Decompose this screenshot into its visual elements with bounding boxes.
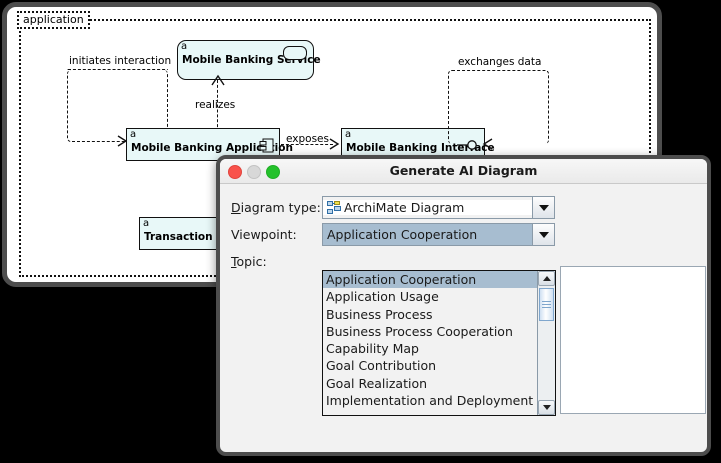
relation-label-exposes: exposes — [286, 133, 329, 145]
diagram-type-label-mnemonic: D — [231, 200, 241, 215]
realizes-connector — [217, 80, 218, 137]
grouping-label: application — [17, 11, 90, 29]
exposes-connector — [281, 144, 333, 145]
diagram-type-value: ArchiMate Diagram — [344, 200, 465, 215]
scroll-up-button[interactable] — [538, 271, 555, 286]
element-mobile-banking-service[interactable]: a Mobile Banking Service — [177, 40, 321, 80]
topic-label-mnemonic: T — [231, 254, 237, 269]
element-kind-letter: a — [143, 218, 150, 229]
initiates-interaction-connector-top — [67, 69, 168, 71]
cancel-button[interactable]: Cancel — [632, 452, 705, 456]
dialog-titlebar[interactable]: Generate AI Diagram — [220, 159, 707, 184]
scrollbar-thumb[interactable] — [539, 288, 554, 321]
dialog-body: Diagram type: ArchiMate Diagram Viewpoin… — [220, 184, 707, 456]
topic-label: Topic: — [231, 254, 267, 269]
initiates-interaction-connector — [67, 70, 168, 142]
arrowhead-realizes — [211, 74, 225, 86]
chevron-down-icon — [538, 231, 549, 238]
diagram-type-dropdown-button[interactable] — [532, 197, 554, 218]
viewpoint-option[interactable]: Goal Contribution — [326, 358, 437, 374]
zoom-button[interactable] — [266, 165, 280, 179]
triangle-down-icon — [542, 405, 551, 410]
viewpoint-option[interactable]: Capability Map — [326, 341, 419, 357]
dropdown-scrollbar[interactable] — [537, 271, 555, 415]
arrowhead-exchanges — [482, 138, 493, 150]
diagram-type-combobox[interactable]: ArchiMate Diagram — [322, 196, 555, 219]
viewpoint-option[interactable]: Business Process Cooperation — [326, 323, 513, 339]
viewpoint-combobox[interactable]: Application Cooperation — [322, 223, 555, 246]
archimate-diagram-icon — [327, 201, 341, 214]
application-interface-icon — [457, 140, 477, 150]
viewpoint-option[interactable]: Application Cooperation — [323, 271, 537, 289]
viewpoint-value: Application Cooperation — [323, 227, 532, 242]
element-kind-letter: a — [181, 41, 188, 52]
viewpoint-option[interactable]: Goal Realization — [326, 375, 428, 391]
viewpoint-option[interactable]: Implementation and Deployment — [326, 393, 534, 409]
triangle-up-icon — [542, 276, 551, 281]
element-kind-letter: a — [130, 129, 137, 140]
arrowhead-exposes — [329, 138, 340, 150]
relation-label-exchanges-data: exchanges data — [458, 56, 542, 68]
diagram-type-label: Diagram type: — [231, 200, 321, 215]
relation-label-initiates-interaction: initiates interaction — [69, 55, 172, 67]
exchanges-data-connector — [448, 70, 549, 144]
element-name: Mobile Banking Application — [131, 142, 293, 154]
chevron-down-icon — [538, 204, 549, 211]
topic-label-rest: opic: — [236, 254, 267, 269]
viewpoint-dropdown-button[interactable] — [532, 224, 554, 245]
generate-ai-diagram-dialog: Generate AI Diagram Diagram type: ArchiM… — [216, 155, 711, 456]
element-kind-letter: a — [345, 129, 352, 140]
dialog-title: Generate AI Diagram — [389, 163, 538, 178]
application-component-icon — [259, 138, 274, 153]
viewpoint-label: Viewpoint: — [231, 227, 297, 242]
scroll-down-button[interactable] — [538, 400, 555, 415]
viewpoint-option[interactable]: Business Process — [326, 306, 433, 322]
viewpoint-dropdown-list[interactable]: Application Cooperation Application Usag… — [322, 270, 556, 416]
ok-button[interactable]: OK — [549, 452, 626, 456]
diagram-type-value-wrap: ArchiMate Diagram — [323, 200, 532, 215]
relation-label-realizes: realizes — [195, 99, 236, 111]
minimize-button[interactable] — [247, 165, 261, 179]
topic-textarea[interactable] — [560, 266, 706, 414]
application-service-icon — [283, 46, 307, 60]
close-button[interactable] — [228, 165, 242, 179]
viewpoint-option-list: Application Cooperation Application Usag… — [323, 271, 537, 415]
viewpoint-option[interactable]: Application Usage — [326, 289, 439, 305]
diagram-type-label-rest: iagram type: — [240, 200, 321, 215]
